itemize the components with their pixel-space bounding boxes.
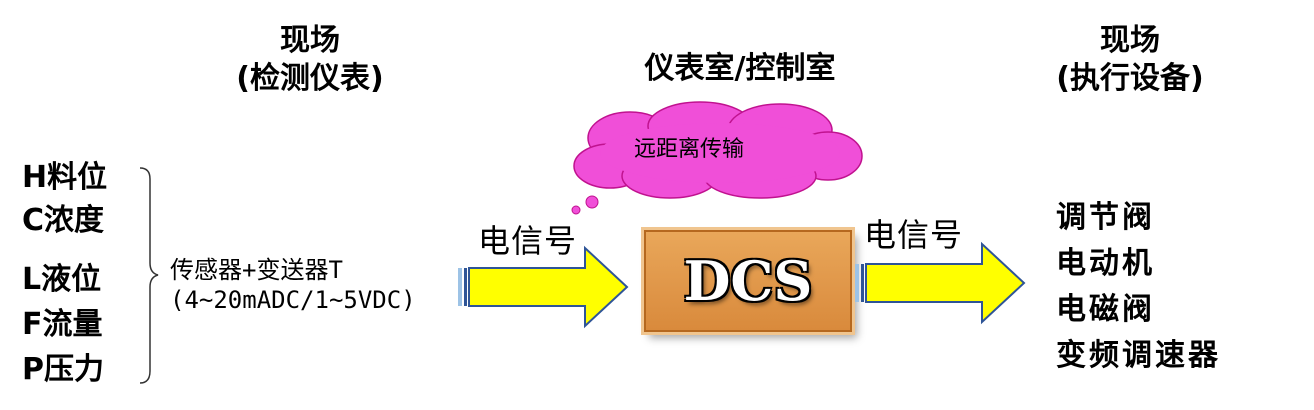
measurement-concentration: C浓度 [22, 203, 105, 238]
control-room-header: 仪表室/控制室 [644, 51, 836, 86]
signal-label-left: 电信号 [478, 222, 578, 260]
cloud-label: 远距离传输 [634, 137, 745, 162]
cloud-remote-transmission [571, 101, 863, 215]
signal-arrow-left [458, 245, 629, 329]
sensor-signal-range: (4~20mADC/1~5VDC) [170, 286, 416, 314]
measurement-liquid-level: L液位 [22, 262, 102, 297]
sensor-name: 传感器+变送器T [170, 256, 343, 284]
measurement-level: H料位 [22, 160, 108, 195]
field-instruments-header: 现场 (检测仪表) [200, 22, 420, 98]
measurement-pressure: P压力 [22, 352, 104, 387]
field-actuators-header: 现场 (执行设备) [1020, 22, 1240, 98]
dcs-box: DCS [644, 230, 852, 332]
field-left-title: 现场 [280, 23, 340, 58]
signal-label-right: 电信号 [864, 216, 964, 254]
bracket [139, 167, 159, 384]
field-left-subtitle: (检测仪表) [236, 61, 384, 96]
actuator-motor: 电动机 [1056, 246, 1155, 281]
sensor-transmitter-label: 传感器+变送器T (4~20mADC/1~5VDC) [170, 255, 416, 315]
signal-arrow-right [855, 241, 1026, 325]
dcs-label: DCS [683, 249, 813, 313]
measurement-flow: F流量 [22, 307, 103, 342]
actuator-vfd: 变频调速器 [1056, 338, 1221, 373]
actuator-control-valve: 调节阀 [1056, 200, 1155, 235]
field-right-title: 现场 [1100, 23, 1160, 58]
field-right-subtitle: (执行设备) [1056, 61, 1204, 96]
actuator-solenoid-valve: 电磁阀 [1056, 292, 1155, 327]
